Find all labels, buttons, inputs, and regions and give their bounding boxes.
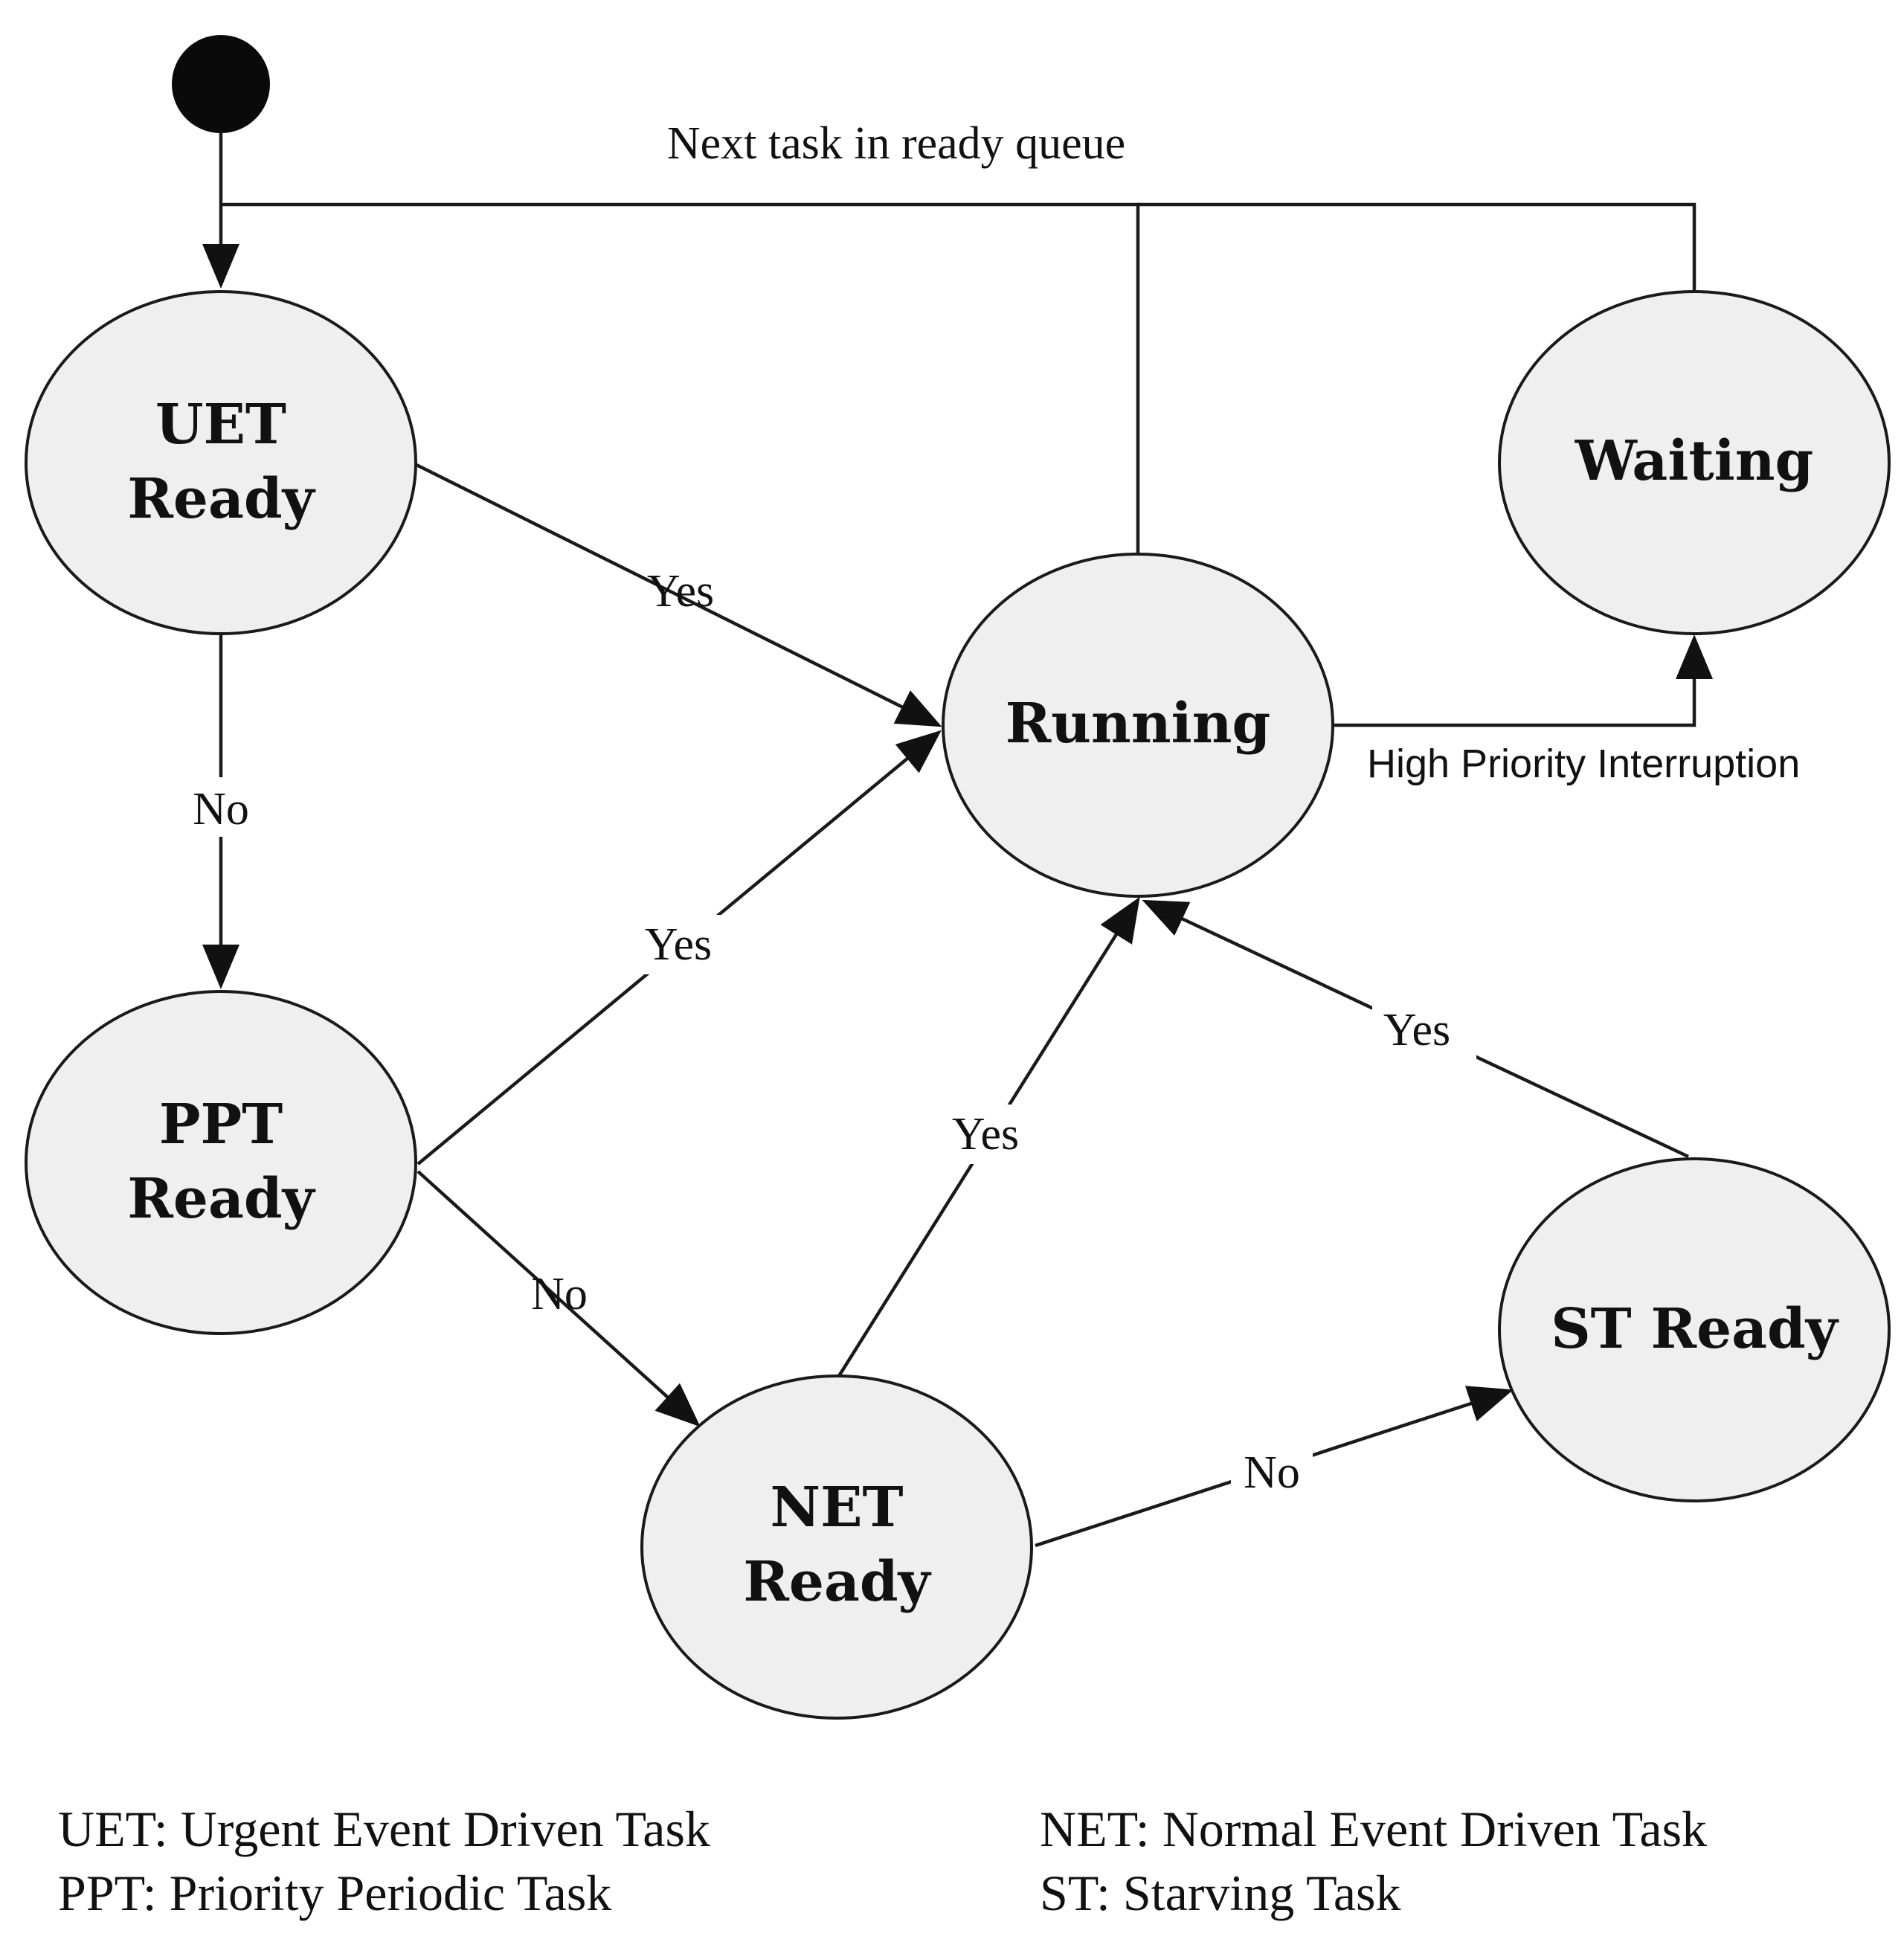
edge-label-net-running: Yes <box>952 1109 1019 1160</box>
state-uet-line2: Ready <box>127 467 315 531</box>
edge-label-ppt-net: No <box>531 1269 588 1319</box>
edge-waiting-to-queue <box>1138 202 1696 292</box>
legend-net: NET: Normal Event Driven Task <box>1040 1801 1707 1857</box>
legend-ppt: PPT: Priority Periodic Task <box>58 1865 611 1921</box>
state-uet-ready: UET Ready <box>25 290 417 635</box>
state-waiting: Waiting <box>1498 290 1891 635</box>
state-running: Running <box>942 553 1334 898</box>
edge-label-ppt-running: Yes <box>645 919 712 970</box>
state-ppt-ready: PPT Ready <box>25 990 417 1335</box>
legend-uet: UET: Urgent Event Driven Task <box>58 1801 710 1857</box>
edge-uet-to-running <box>415 463 942 727</box>
edge-running-to-waiting <box>1331 634 1713 727</box>
state-running-label: Running <box>1006 692 1271 756</box>
state-ppt-line2: Ready <box>127 1167 315 1231</box>
state-ppt-line1: PPT <box>159 1093 283 1157</box>
edge-label-uet-running: Yes <box>647 566 714 617</box>
edge-label-net-st: No <box>1244 1447 1300 1498</box>
edge-label-running-waiting: High Priority Interruption <box>1367 742 1800 786</box>
legend: UET: Urgent Event Driven Task PPT: Prior… <box>58 1801 1707 1921</box>
state-net-ready: NET Ready <box>640 1374 1033 1720</box>
state-waiting-label: Waiting <box>1575 429 1814 493</box>
edge-label-next-task: Next task in ready queue <box>667 118 1125 169</box>
state-net-line1: NET <box>770 1476 903 1540</box>
state-uet-line1: UET <box>155 393 286 457</box>
state-st-label: ST Ready <box>1551 1297 1839 1361</box>
edge-label-st-running: Yes <box>1383 1005 1450 1055</box>
edge-label-uet-ppt: No <box>193 784 249 835</box>
edge-ppt-to-net <box>416 1170 701 1427</box>
state-st-ready: ST Ready <box>1498 1157 1891 1502</box>
initial-node <box>172 35 270 133</box>
state-net-line2: Ready <box>743 1550 931 1614</box>
legend-st: ST: Starving Task <box>1040 1865 1401 1921</box>
